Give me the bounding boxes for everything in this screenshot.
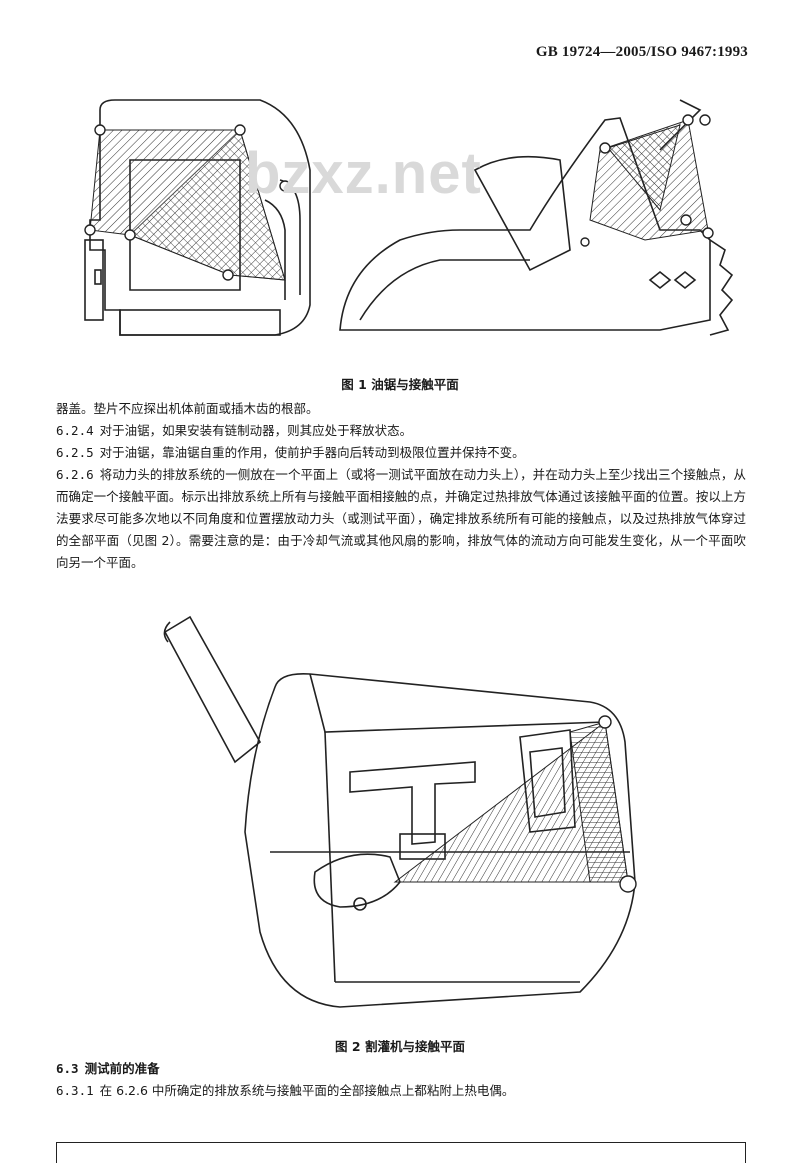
figure-2-caption: 图 2 割灌机与接触平面 [335,1039,465,1054]
figure-1-caption: 图 1 油锯与接触平面 [341,377,459,392]
figure-1-chainsaw-drawing [60,90,750,360]
standard-number: GB 19724—2005/ISO 9467:1993 [535,44,748,60]
continuation-text: 器盖。垫片不应探出机体前面或插木齿的根部。 [56,401,319,416]
footer-frame [56,1142,746,1163]
figure-2-brushcutter-drawing [150,612,650,1022]
watermark-text: bzxz.net [245,141,482,206]
